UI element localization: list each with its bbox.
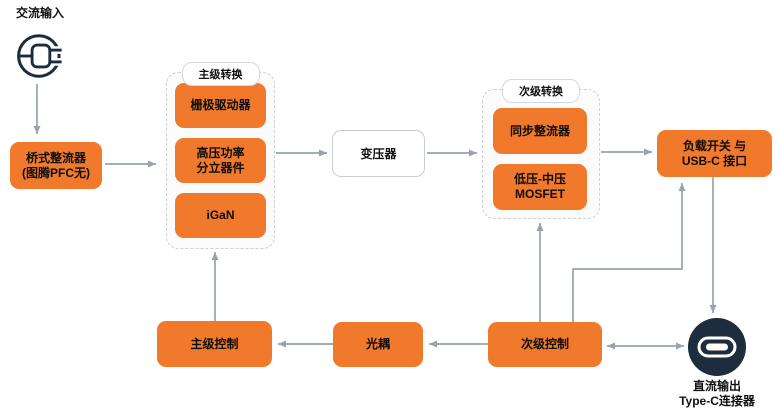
- optocoupler-label: 光耦: [365, 337, 390, 351]
- sync-rectifier-block: 同步整流器: [493, 108, 587, 154]
- transformer-block: 变压器: [332, 130, 425, 177]
- primary-conversion-group: 主级转换 栅极驱动器 高压功率 分立器件 iGaN: [166, 62, 275, 249]
- gate-driver-block: 栅极驱动器: [175, 83, 266, 128]
- gate-driver-label: 栅极驱动器: [190, 98, 251, 112]
- lv-mv-mosfet-label: 低压-中压 MOSFET: [514, 172, 566, 201]
- usb-c-glyph: [697, 336, 737, 358]
- lv-mv-mosfet-block: 低压-中压 MOSFET: [493, 164, 587, 210]
- primary-control-label: 主级控制: [190, 336, 239, 351]
- arrow-secondaryctrl-to-loadswitch: [572, 183, 686, 322]
- bridge-rectifier-label: 桥式整流器 (图腾PFC无): [22, 150, 90, 180]
- igan-label: iGaN: [206, 208, 235, 222]
- load-switch-usbc-label: 负载开关 与 USB-C 接口: [681, 138, 748, 168]
- bridge-rectifier-block: 桥式整流器 (图腾PFC无): [10, 142, 102, 189]
- secondary-conversion-title: 次级转换: [502, 79, 580, 103]
- optocoupler-block: 光耦: [333, 322, 423, 367]
- load-switch-usbc-block: 负载开关 与 USB-C 接口: [657, 130, 772, 177]
- secondary-control-block: 次级控制: [488, 322, 602, 367]
- primary-control-block: 主级控制: [157, 321, 272, 367]
- ac-plug-icon: [17, 34, 63, 78]
- secondary-conversion-group: 次级转换 同步整流器 低压-中压 MOSFET: [482, 79, 600, 219]
- igan-block: iGaN: [175, 193, 266, 238]
- transformer-label: 变压器: [360, 147, 397, 161]
- secondary-control-label: 次级控制: [520, 337, 569, 351]
- sync-rectifier-label: 同步整流器: [509, 123, 570, 138]
- hv-power-discretes-label: 高压功率 分立器件: [196, 145, 245, 175]
- hv-power-discretes-block: 高压功率 分立器件: [175, 138, 266, 183]
- dc-output-label: 直流输出 Type-C连接器: [679, 379, 755, 408]
- ac-input-label: 交流输入: [16, 6, 65, 20]
- usb-c-connector-icon: [688, 318, 746, 376]
- primary-conversion-title: 主级转换: [181, 62, 260, 86]
